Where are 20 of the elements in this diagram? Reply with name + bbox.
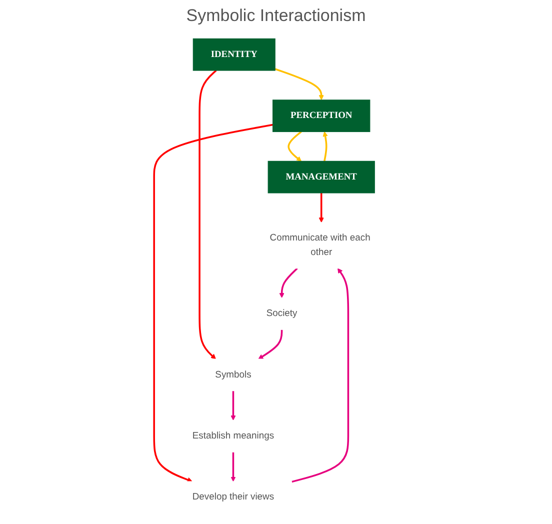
arrow [198, 70, 217, 360]
node-text: Establish meanings [192, 430, 274, 441]
arrow [322, 132, 328, 162]
arrow [230, 452, 236, 482]
node-text: Society [266, 308, 298, 318]
node-text: Develop their views [192, 492, 274, 502]
arrow [274, 68, 324, 100]
arrow [258, 330, 283, 360]
diagram-title: Symbolic Interactionism [185, 6, 367, 26]
arrow [279, 268, 298, 298]
arrow [318, 192, 324, 223]
arrow [288, 131, 302, 162]
node-box: PERCEPTION [272, 100, 370, 132]
arrow [292, 268, 350, 483]
node-box: MANAGEMENT [268, 160, 375, 194]
node-box: IDENTITY [192, 38, 276, 71]
node-text: Communicate with each other [270, 233, 370, 258]
arrow [230, 390, 236, 420]
arrow [153, 124, 273, 482]
node-text: Symbols [215, 370, 252, 380]
